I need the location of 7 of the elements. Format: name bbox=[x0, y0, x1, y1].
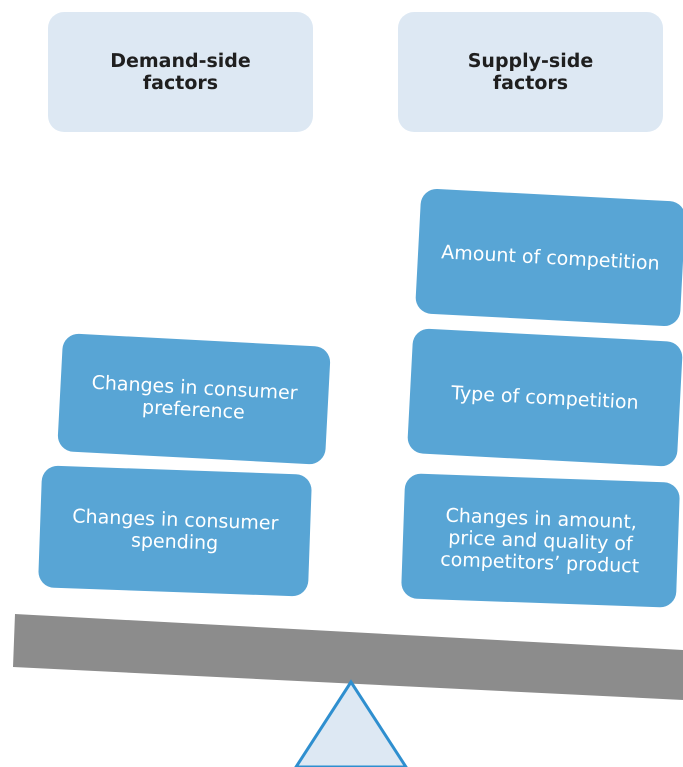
factor-box: Amount of competition bbox=[414, 188, 683, 327]
factor-box: Changes in consumer preference bbox=[57, 333, 331, 465]
header-box: Demand-side factors bbox=[48, 12, 313, 132]
factor-box: Type of competition bbox=[406, 328, 683, 467]
factor-box: Changes in consumer spending bbox=[38, 465, 312, 597]
factor-box: Changes in amount, price and quality of competitors’ product bbox=[400, 473, 680, 608]
header-box: Supply-side factors bbox=[398, 12, 663, 132]
